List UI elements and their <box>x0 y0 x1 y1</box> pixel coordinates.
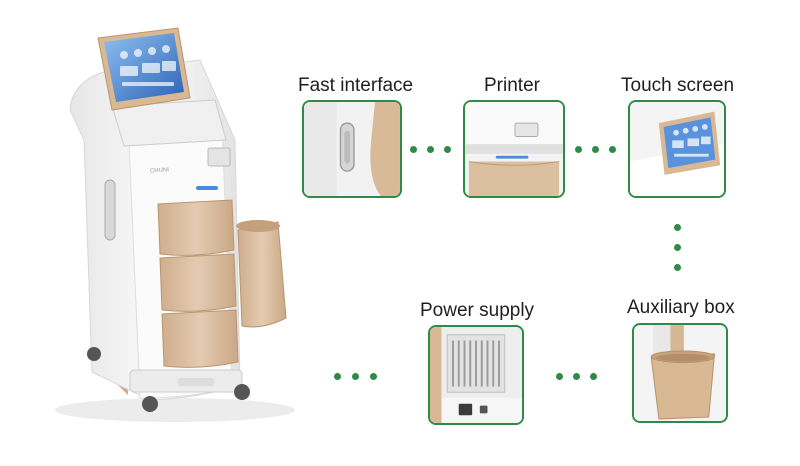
printer-slot <box>207 147 231 167</box>
label-printer: Printer <box>484 75 540 96</box>
power-supply-image <box>430 327 522 423</box>
wheel <box>87 347 101 361</box>
connector-dot <box>674 224 681 231</box>
connector-dot <box>334 373 341 380</box>
aux-box-illustration <box>237 221 287 328</box>
connector-dot <box>674 264 681 271</box>
status-light-detail <box>495 155 529 159</box>
connector-dot <box>427 146 434 153</box>
detail-fast-interface <box>302 100 402 198</box>
printer-top <box>111 99 227 147</box>
printer-paper-slot <box>514 122 539 138</box>
wheel <box>142 396 158 412</box>
drawer-3 <box>161 309 239 368</box>
connector-dot <box>590 373 597 380</box>
label-fast-interface: Fast interface <box>298 75 414 96</box>
auxiliary-box-image <box>634 325 726 421</box>
connector-dot <box>352 373 359 380</box>
connector-dot <box>592 146 599 153</box>
fast-interface-image <box>304 102 400 196</box>
connector-dot <box>410 146 417 153</box>
connector-dot <box>674 244 681 251</box>
wheel <box>234 384 250 400</box>
detail-touch-screen <box>628 100 726 198</box>
detail-printer <box>463 100 565 198</box>
label-touch-screen: Touch screen <box>621 75 735 96</box>
connector-dot <box>444 146 451 153</box>
device-shadow <box>55 398 295 422</box>
detail-power-supply <box>428 325 524 425</box>
power-socket-icon <box>458 403 473 416</box>
connector-dot <box>575 146 582 153</box>
label-auxiliary-box: Auxiliary box <box>627 297 735 318</box>
status-light <box>196 186 218 190</box>
connector-dot <box>556 373 563 380</box>
detail-auxiliary-box <box>632 323 728 423</box>
touch-screen-image <box>630 102 724 196</box>
printer-image <box>465 102 563 196</box>
connector-dot <box>370 373 377 380</box>
drawer-1 <box>157 199 235 256</box>
connector-dot <box>609 146 616 153</box>
connector-dot <box>573 373 580 380</box>
side-handle <box>104 179 116 241</box>
drawer-2 <box>159 253 237 312</box>
power-switch-icon <box>479 405 488 414</box>
label-power-supply: Power supply <box>420 300 535 321</box>
